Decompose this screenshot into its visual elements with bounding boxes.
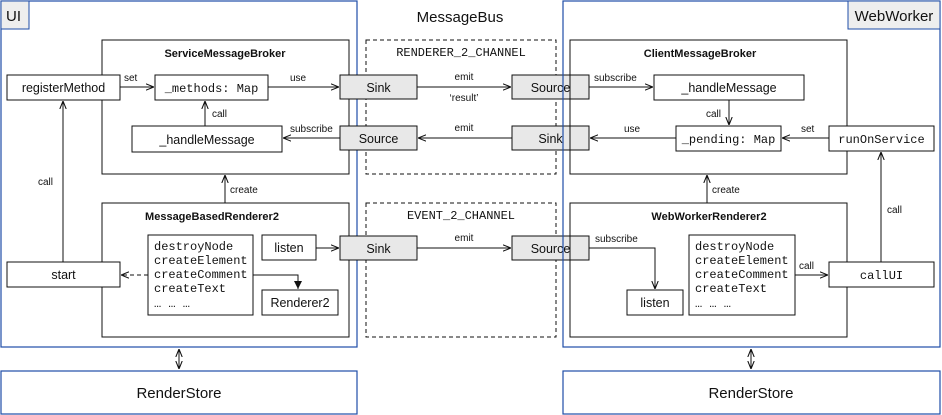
svg-text:Sink: Sink <box>538 132 563 146</box>
webworker-region-label: WebWorker <box>855 8 934 25</box>
sink-top: Sink <box>339 74 418 100</box>
right-method-item: createText <box>695 282 767 296</box>
svg-text:start: start <box>51 268 76 282</box>
renderer2-box: Renderer2 <box>261 289 339 316</box>
right-renderer-methods-box: destroyNode createElement createComment … <box>688 234 796 316</box>
svg-text:Sink: Sink <box>366 242 391 256</box>
source-top: Source <box>511 74 590 100</box>
label-subscribe-left: subscribe <box>290 124 333 135</box>
methods-map-box: _methods: Map <box>154 74 269 101</box>
svg-text:RENDERER_2_CHANNEL: RENDERER_2_CHANNEL <box>396 46 526 60</box>
left-method-item: createText <box>154 282 226 296</box>
sink-middle-right: Sink <box>511 125 590 151</box>
client-message-broker: ClientMessageBroker <box>569 39 848 175</box>
connectors <box>63 87 881 369</box>
start-box: start <box>6 261 121 288</box>
svg-text:listen: listen <box>274 241 303 255</box>
ui-region-label: UI <box>6 8 21 25</box>
svg-text:_methods: Map: _methods: Map <box>164 82 259 96</box>
webworker-region: WebWorker <box>562 0 941 348</box>
svg-text:Source: Source <box>531 242 571 256</box>
label-call-start: call <box>38 177 53 188</box>
right-method-item: createElement <box>695 254 789 268</box>
service-handle-message-box: _handleMessage <box>131 125 283 153</box>
message-based-renderer-title: MessageBasedRenderer2 <box>145 211 279 223</box>
left-method-item: … … … <box>154 297 190 311</box>
label-create-right: create <box>712 185 740 196</box>
ui-region: UI <box>0 0 358 348</box>
left-method-item: createElement <box>154 254 248 268</box>
label-create-left: create <box>230 185 258 196</box>
label-call-left: call <box>212 109 227 120</box>
label-emit-top: emit <box>455 72 474 83</box>
label-emit-bottom: emit <box>455 233 474 244</box>
svg-text:RenderStore: RenderStore <box>136 385 221 402</box>
svg-text:Source: Source <box>531 81 571 95</box>
svg-text:EVENT_2_CHANNEL: EVENT_2_CHANNEL <box>407 209 515 223</box>
source-middle-left: Source <box>339 125 418 151</box>
connector-labels: set use call subscribe emit ‘result’ emi… <box>38 72 902 272</box>
render-store-right: RenderStore <box>562 370 941 415</box>
webworker-renderer-title: WebWorkerRenderer2 <box>651 211 766 223</box>
left-method-item: destroyNode <box>154 240 233 254</box>
label-use-left: use <box>290 73 307 84</box>
svg-text:callUI: callUI <box>860 269 903 283</box>
left-method-item: createComment <box>154 268 248 282</box>
left-renderer-methods-box: destroyNode createElement createComment … <box>147 234 254 316</box>
svg-text:runOnService: runOnService <box>838 133 924 147</box>
event-channel: EVENT_2_CHANNEL <box>365 202 557 338</box>
label-set-right: set <box>801 124 815 135</box>
label-emit-middle: emit <box>455 123 474 134</box>
arrow-renderer2 <box>253 274 302 289</box>
client-message-broker-title: ClientMessageBroker <box>644 48 757 60</box>
svg-text:_handleMessage: _handleMessage <box>680 81 776 95</box>
label-result: ‘result’ <box>450 93 479 104</box>
label-set-left: set <box>124 73 138 84</box>
service-message-broker-title: ServiceMessageBroker <box>164 48 286 60</box>
client-handle-message-box: _handleMessage <box>653 74 805 101</box>
render-store-left: RenderStore <box>0 370 358 415</box>
message-bus-title: MessageBus <box>417 9 504 26</box>
label-subscribe-bottom: subscribe <box>595 234 638 245</box>
label-subscribe-right: subscribe <box>594 73 637 84</box>
arrow-subscribe-bottom <box>589 247 655 289</box>
pending-map-box: _pending: Map <box>675 125 782 152</box>
right-method-item: destroyNode <box>695 240 774 254</box>
right-method-item: … … … <box>695 297 731 311</box>
svg-text:Renderer2: Renderer2 <box>270 296 329 310</box>
service-message-broker: ServiceMessageBroker <box>101 39 350 175</box>
label-call-run: call <box>887 205 902 216</box>
renderer-channel: RENDERER_2_CHANNEL <box>365 39 557 175</box>
svg-text:_handleMessage: _handleMessage <box>158 133 254 147</box>
svg-text:Sink: Sink <box>366 81 391 95</box>
call-ui-box: callUI <box>828 261 935 288</box>
right-method-item: createComment <box>695 268 789 282</box>
right-listen-box: listen <box>626 289 684 316</box>
sink-bottom: Sink <box>339 235 418 261</box>
label-call-right: call <box>706 109 721 120</box>
svg-text:Source: Source <box>359 132 399 146</box>
svg-text:RenderStore: RenderStore <box>708 385 793 402</box>
svg-text:_pending: Map: _pending: Map <box>681 133 776 147</box>
register-method-box: registerMethod <box>6 74 121 101</box>
svg-text:listen: listen <box>640 296 669 310</box>
label-use-right: use <box>624 124 641 135</box>
run-on-service-box: runOnService <box>828 125 935 152</box>
svg-text:registerMethod: registerMethod <box>22 81 105 95</box>
source-bottom: Source <box>511 235 590 261</box>
left-listen-box: listen <box>261 234 317 261</box>
label-call-ui: call <box>799 261 814 272</box>
